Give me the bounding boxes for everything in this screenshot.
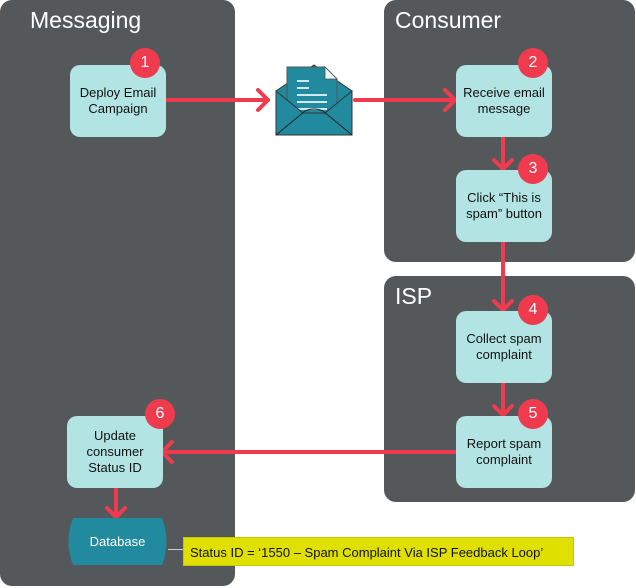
arrow-step3-to-step4 (492, 239, 514, 312)
arrow-step2-to-step3 (492, 134, 514, 171)
step-number-badge: 6 (145, 399, 175, 429)
step-label-line: consumer (86, 444, 144, 459)
callout-connector (168, 549, 183, 550)
step-number-badge: 5 (518, 399, 548, 429)
lane-messaging-title: Messaging (30, 7, 142, 33)
arrow-step6-to-database (105, 485, 127, 519)
step-label-line: Report spam (466, 436, 542, 451)
step-label-line: Deploy Email (79, 85, 157, 100)
step-label-line: complaint (476, 347, 532, 362)
status-id-callout: Status ID = ‘1550 – Spam Complaint Via I… (183, 537, 574, 566)
step-number-badge: 1 (130, 48, 160, 78)
step-label-line: Collect spam (466, 331, 542, 346)
step-label-line: message (477, 101, 531, 116)
step-label-line: Click “This is (467, 190, 541, 205)
arrow-envelope-to-step2 (353, 88, 457, 112)
step-label-line: Campaign (88, 101, 148, 116)
lane-consumer-title: Consumer (395, 7, 502, 33)
arrow-step1-to-envelope (163, 88, 270, 112)
step-label-line: complaint (476, 452, 532, 467)
database-shape (68, 518, 167, 565)
step-number-badge: 2 (518, 48, 548, 78)
step-number-badge: 3 (518, 154, 548, 184)
step-label-line: Receive email (463, 85, 545, 100)
arrow-step5-to-step6 (160, 440, 458, 464)
step-number-badge: 4 (518, 295, 548, 325)
step-label-line: Status ID (88, 460, 142, 475)
database-node[interactable]: Database (67, 518, 168, 565)
step-label-line: spam” button (466, 206, 542, 221)
open-envelope-icon (275, 64, 353, 136)
arrow-step4-to-step5 (492, 380, 514, 417)
step-label-line: Update (94, 428, 136, 443)
lane-isp-title: ISP (395, 283, 433, 309)
database-label: Database (89, 534, 146, 549)
